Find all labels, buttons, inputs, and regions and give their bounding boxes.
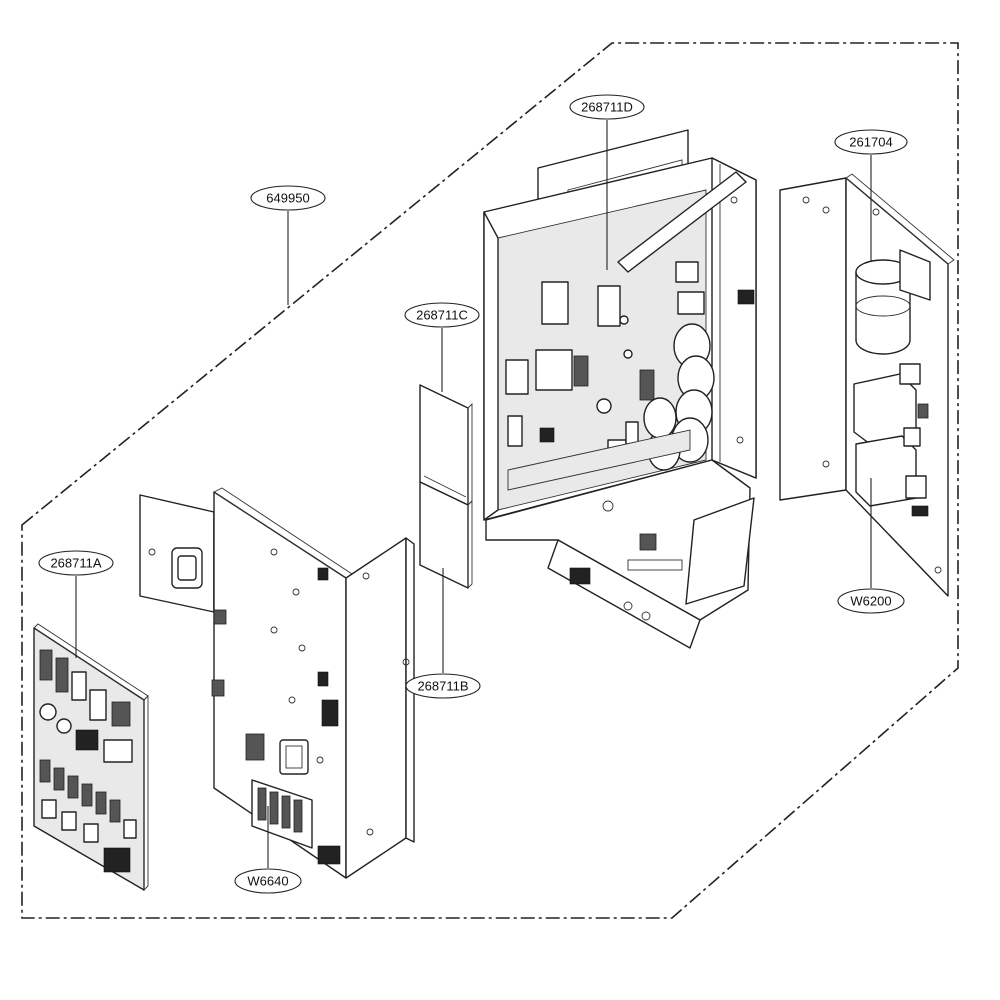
callout-label: 268711D (581, 100, 633, 115)
callout-w6640: W6640 (234, 868, 302, 894)
callout-label: 261704 (849, 135, 892, 150)
callout-label: W6200 (850, 594, 891, 609)
main-chassis-268711d (483, 129, 757, 649)
callout-label: 268711A (50, 556, 101, 571)
callout-label: 268711C (416, 308, 468, 323)
callout-649950: 649950 (250, 185, 326, 211)
assembly-boundary (21, 42, 959, 919)
side-panel-261704-w6200 (779, 173, 955, 597)
callout-268711b: 268711B (405, 673, 481, 699)
control-box-649950 (139, 487, 415, 879)
cover-plate-268711c-268711b (419, 384, 473, 590)
callout-268711d: 268711D (569, 94, 645, 120)
callout-w6200: W6200 (837, 588, 905, 614)
callout-label: 649950 (266, 191, 309, 206)
callout-268711c: 268711C (404, 302, 480, 328)
callout-label: W6640 (247, 874, 288, 889)
callout-268711a: 268711A (38, 550, 114, 576)
pcb-268711a (33, 623, 149, 892)
callout-label: 268711B (417, 679, 468, 694)
callout-261704: 261704 (834, 129, 908, 155)
